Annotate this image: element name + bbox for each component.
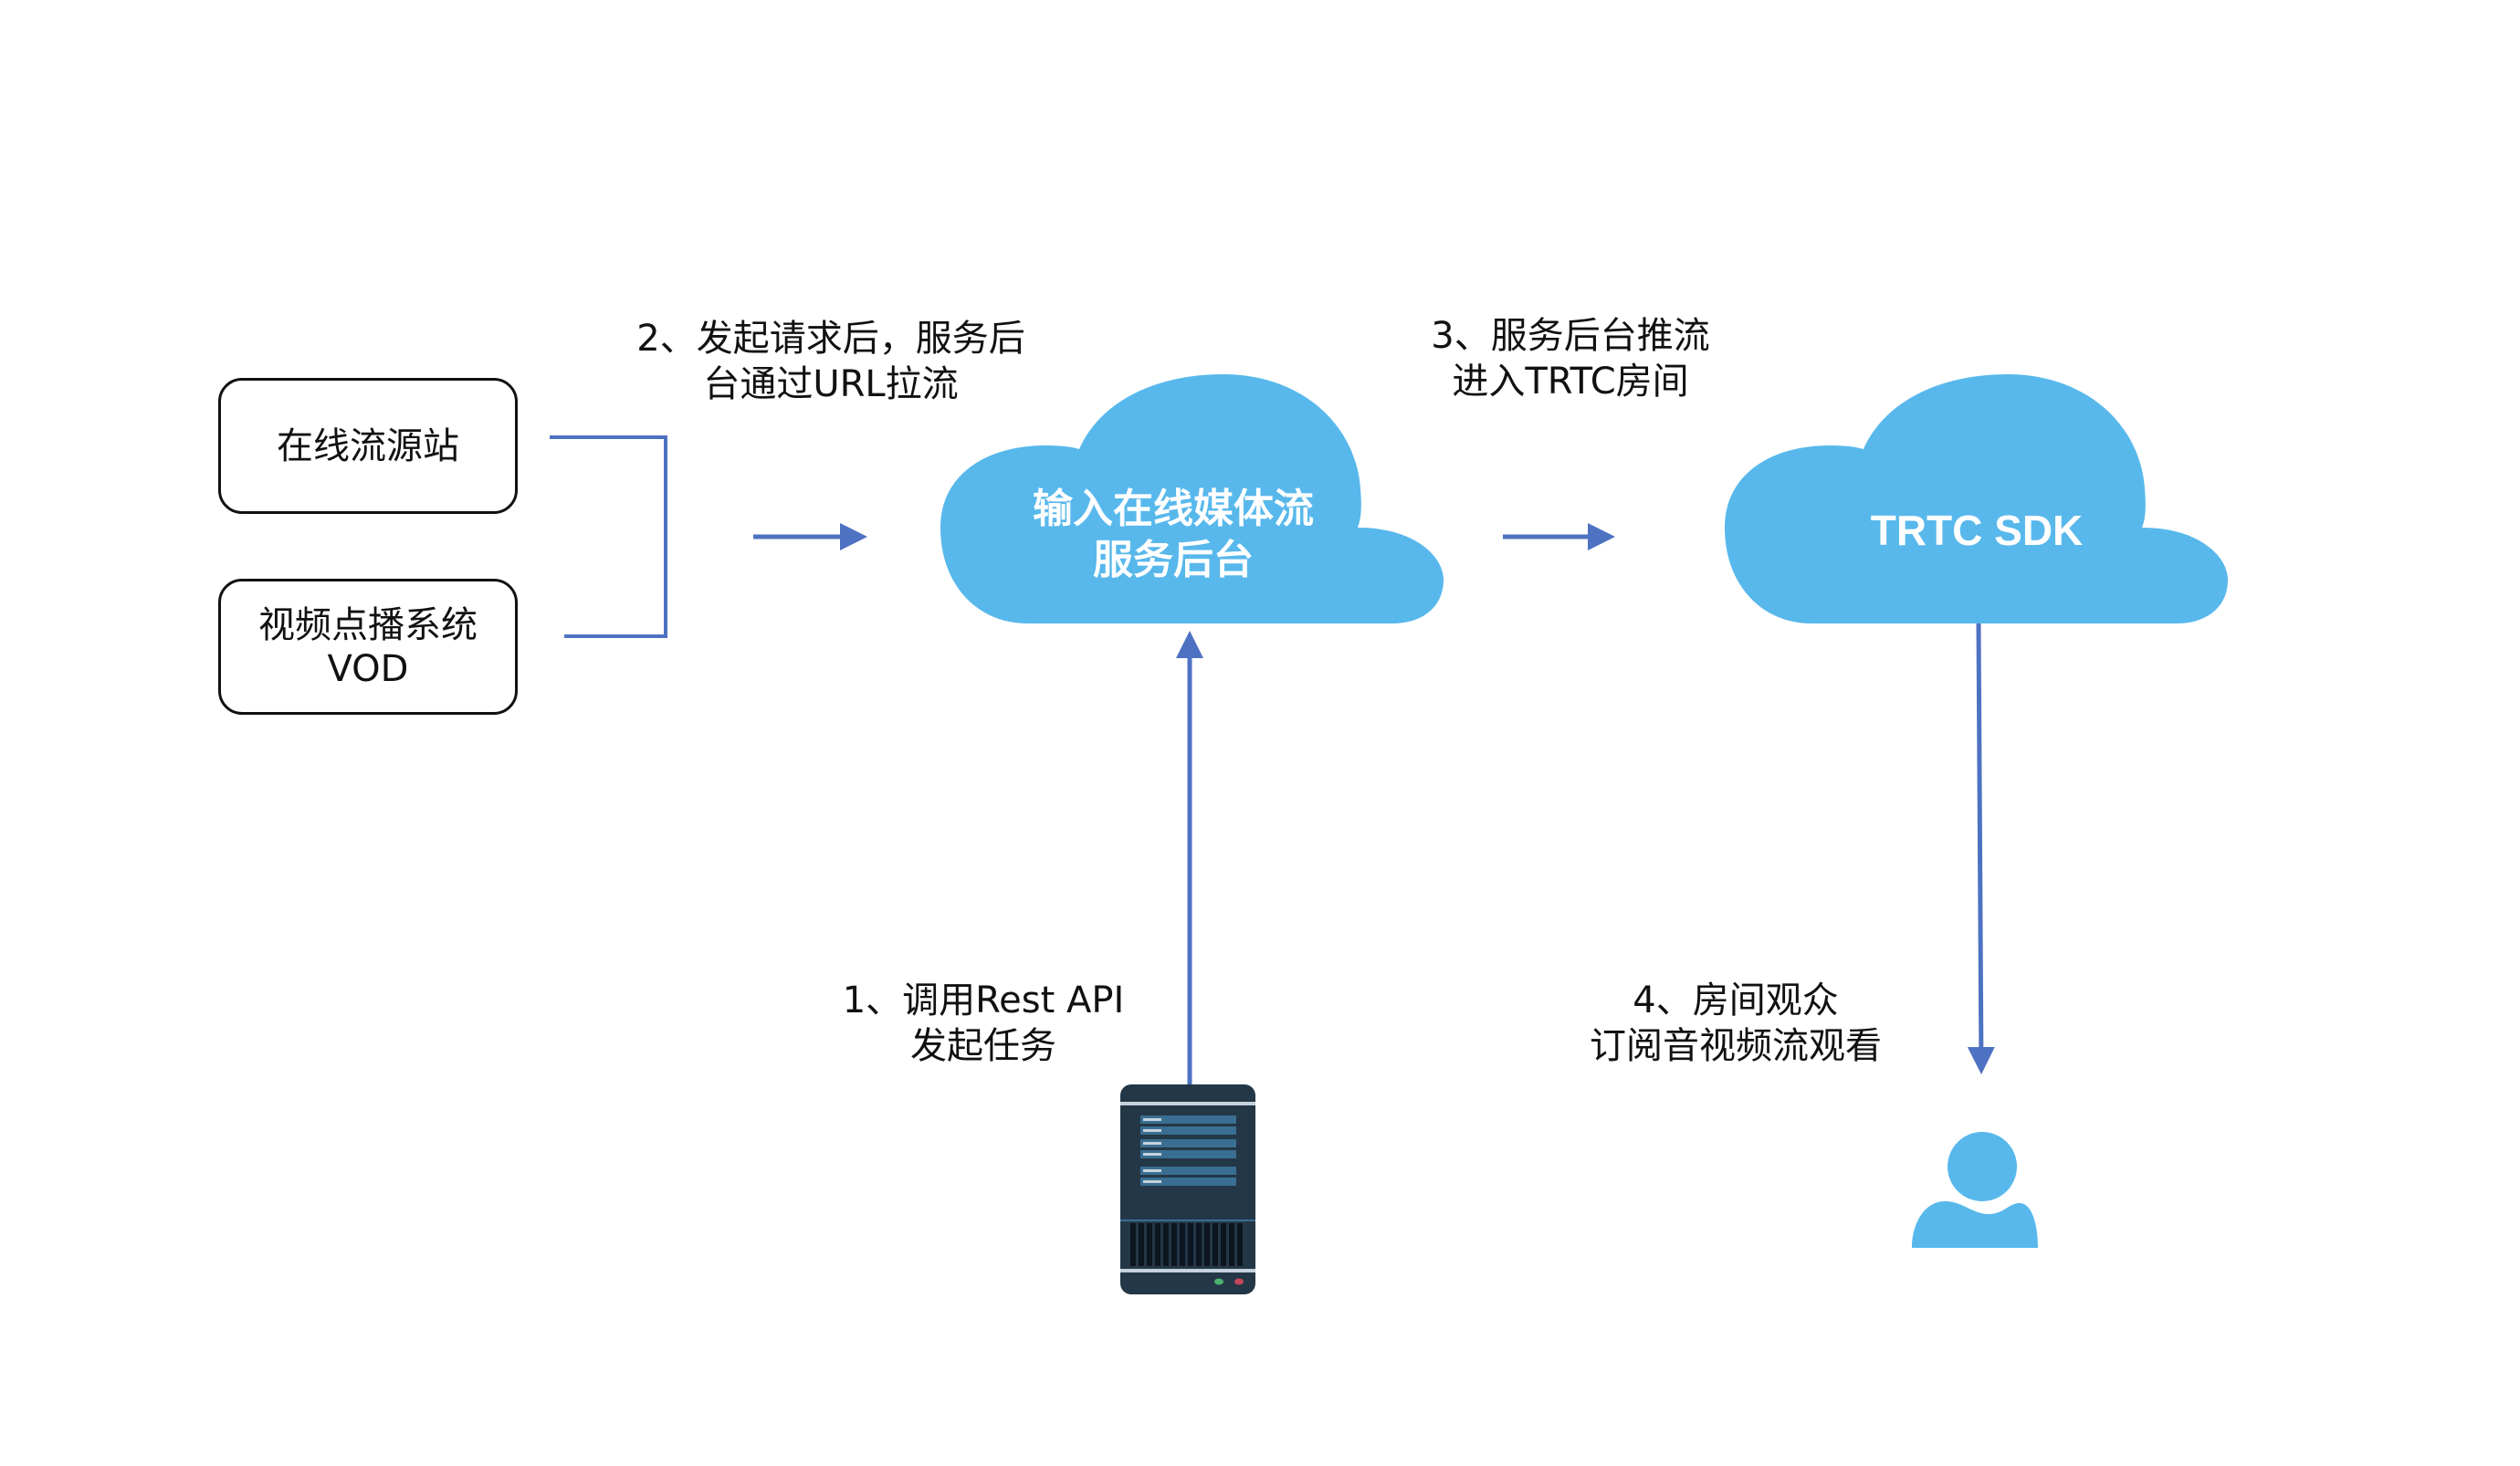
user-icon (1912, 1132, 2038, 1248)
step2-label: 2、发起请求后，服务后 台通过URL拉流 (636, 316, 1024, 407)
step2-line2: 台通过URL拉流 (703, 363, 959, 405)
vod-system-box: 视频点播系统 VOD (218, 579, 518, 715)
vod-system-label-line1: 视频点播系统 (258, 603, 478, 646)
online-source-box: 在线流源站 (218, 378, 518, 514)
step4-line2: 订阅音视频流观看 (1590, 1025, 1882, 1067)
vod-system-label-line2: VOD (327, 647, 409, 690)
status-led-red (1234, 1278, 1244, 1285)
backend-cloud-line1: 输入在线媒体流 (1033, 486, 1314, 532)
step4-line1: 4、房间观众 (1633, 979, 1839, 1021)
arrow-trtc-to-viewer (1967, 623, 1995, 1074)
trtc-sdk-cloud-label: TRTC SDK (1871, 505, 2084, 556)
step1-label: 1、调用Rest API 发起任务 (843, 978, 1125, 1069)
backend-cloud-label: 输入在线媒体流 服务后台 (1033, 484, 1314, 586)
cloud-trtc-sdk (1725, 374, 2228, 623)
trtc-sdk-label: TRTC SDK (1870, 507, 2084, 554)
source-bracket-connector (550, 435, 667, 638)
step1-line1: 1、调用Rest API (842, 979, 1125, 1021)
step3-line2: 进入TRTC房间 (1452, 361, 1689, 403)
step1-line2: 发起任务 (909, 1025, 1056, 1067)
step3-line1: 3、服务后台推流 (1431, 315, 1710, 357)
status-led-green (1214, 1278, 1223, 1285)
online-source-label: 在线流源站 (277, 424, 459, 467)
step4-label: 4、房间观众 订阅音视频流观看 (1590, 978, 1882, 1069)
server-icon (1120, 1084, 1255, 1294)
step2-line1: 2、发起请求后，服务后 (636, 318, 1025, 360)
step3-label: 3、服务后台推流 进入TRTC房间 (1431, 313, 1709, 404)
backend-cloud-line2: 服务后台 (1093, 537, 1254, 583)
